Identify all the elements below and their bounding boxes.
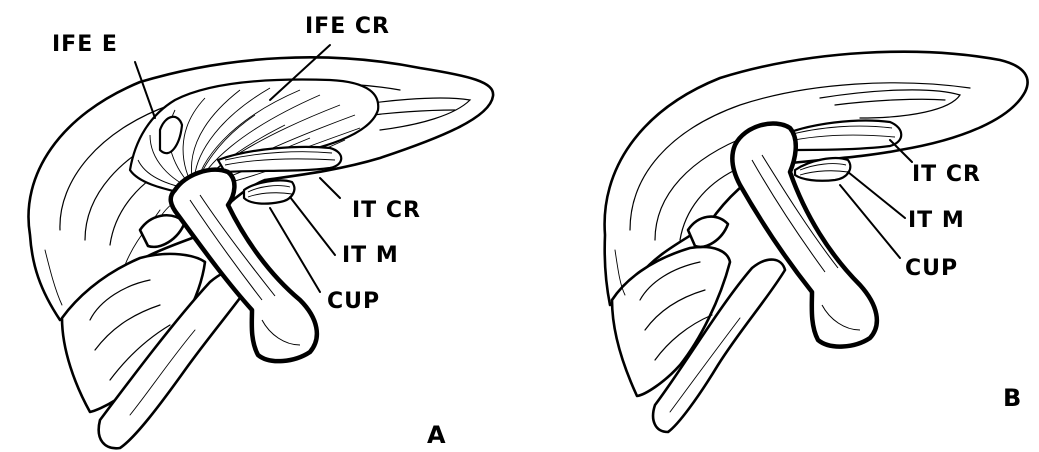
label-ife-cr: IFE CR — [305, 16, 390, 38]
label-ife-e: IFE E — [52, 34, 118, 56]
panel-letter-a: A — [427, 423, 447, 447]
label-it-m-b: IT M — [908, 210, 965, 232]
panel-letter-b: B — [1003, 386, 1022, 410]
label-it-cr-a: IT CR — [352, 200, 421, 222]
label-cup-b: CUP — [905, 258, 958, 280]
label-it-cr-b: IT CR — [912, 164, 981, 186]
label-cup-a: CUP — [327, 291, 380, 313]
label-it-m-a: IT M — [342, 245, 399, 267]
